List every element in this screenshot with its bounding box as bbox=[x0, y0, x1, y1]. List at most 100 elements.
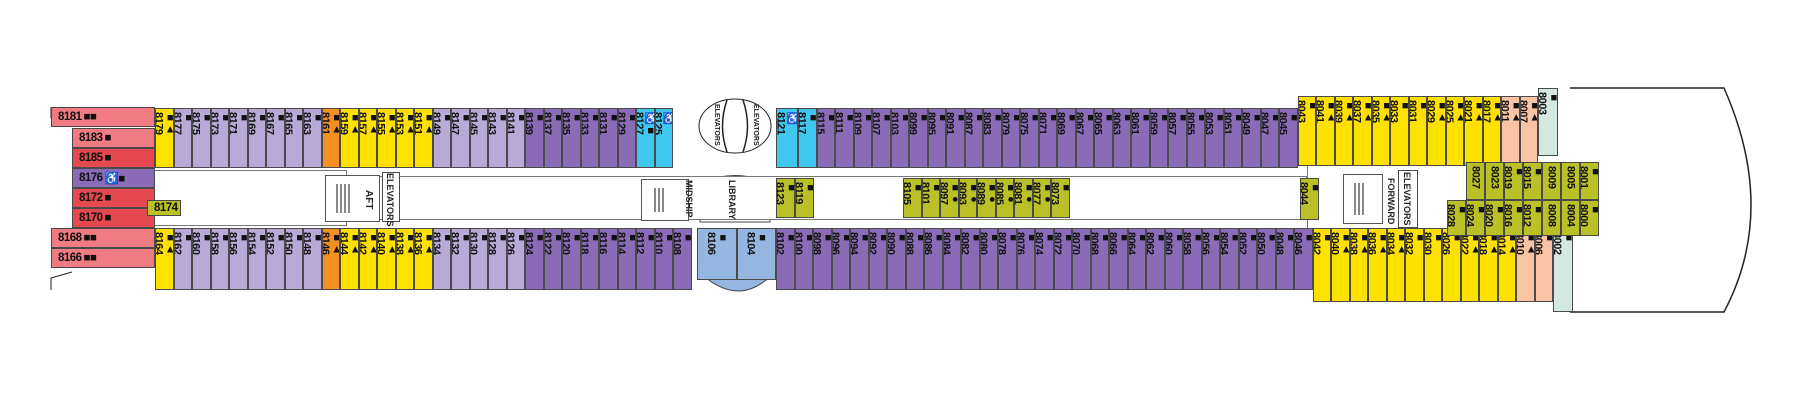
cabin-8048[interactable]: 8048■ bbox=[1275, 228, 1294, 290]
cabin-8060[interactable]: 8060■ bbox=[1164, 228, 1183, 290]
cabin-8139[interactable]: 8139■ bbox=[525, 108, 544, 168]
cabin-8056[interactable]: 8056■ bbox=[1201, 228, 1220, 290]
cabin-8094[interactable]: 8094■ bbox=[850, 228, 869, 290]
cabin-8071[interactable]: 8071■ bbox=[1038, 108, 1057, 168]
cabin-8075[interactable]: 8075■ bbox=[1020, 108, 1039, 168]
cabin-8110[interactable]: 8110■ bbox=[654, 228, 673, 290]
cabin-8098[interactable]: 8098■ bbox=[813, 228, 832, 290]
cabin-8146[interactable]: 8146■▲ bbox=[321, 228, 340, 290]
cabin-8041[interactable]: 8041■▲ bbox=[1316, 96, 1335, 166]
cabin-8079[interactable]: 8079■ bbox=[1001, 108, 1020, 168]
cabin-8174[interactable]: 8174■ bbox=[147, 200, 181, 216]
cabin-8018[interactable]: 8018■▲ bbox=[1479, 228, 1498, 302]
aft-elevators[interactable] bbox=[382, 172, 400, 222]
cabin-8086[interactable]: 8086■ bbox=[924, 228, 943, 290]
cabin-8161[interactable]: 8161■▲ bbox=[321, 108, 340, 168]
cabin-8050[interactable]: 8050■ bbox=[1257, 228, 1276, 290]
cabin-8042[interactable]: 8042■ bbox=[1312, 228, 1331, 302]
cabin-8072[interactable]: 8072■ bbox=[1053, 228, 1072, 290]
cabin-8121[interactable]: 8121♿ bbox=[776, 108, 798, 168]
cabin-8096[interactable]: 8096■ bbox=[831, 228, 850, 290]
cabin-8143[interactable]: 8143■ bbox=[488, 108, 507, 168]
cabin-8020[interactable]: 8020■ bbox=[1485, 200, 1504, 236]
cabin-8117[interactable]: 8117■ bbox=[798, 108, 817, 168]
cabin-8167[interactable]: 8167■ bbox=[266, 108, 285, 168]
cabin-8112[interactable]: 8112■ bbox=[636, 228, 655, 290]
cabin-8145[interactable]: 8145■ bbox=[469, 108, 488, 168]
cabin-8047[interactable]: 8047■ bbox=[1260, 108, 1279, 168]
cabin-8106[interactable]: 8106■ bbox=[697, 228, 737, 280]
cabin-8044[interactable]: 8044■ bbox=[1300, 178, 1319, 220]
cabin-8181[interactable]: 8181■■ bbox=[51, 107, 155, 127]
cabin-8136[interactable]: 8136■▲ bbox=[414, 228, 433, 290]
cabin-8148[interactable]: 8148■ bbox=[303, 228, 322, 290]
cabin-8012[interactable]: 8012■ bbox=[1523, 200, 1542, 236]
cabin-8173[interactable]: 8173■ bbox=[210, 108, 229, 168]
cabin-8063[interactable]: 8063■ bbox=[1112, 108, 1131, 168]
cabin-8024[interactable]: 8024■ bbox=[1466, 200, 1485, 236]
cabin-8151[interactable]: 8151■▲ bbox=[414, 108, 433, 168]
cabin-8132[interactable]: 8132■ bbox=[451, 228, 470, 290]
cabin-8029[interactable]: 8029■▲ bbox=[1427, 96, 1446, 166]
cabin-8078[interactable]: 8078■ bbox=[998, 228, 1017, 290]
cabin-8130[interactable]: 8130■ bbox=[469, 228, 488, 290]
cabin-8052[interactable]: 8052■ bbox=[1238, 228, 1257, 290]
cabin-8140[interactable]: 8140■▲ bbox=[377, 228, 396, 290]
cabin-8068[interactable]: 8068■ bbox=[1090, 228, 1109, 290]
cabin-8070[interactable]: 8070■ bbox=[1072, 228, 1091, 290]
cabin-8171[interactable]: 8171■ bbox=[229, 108, 248, 168]
cabin-8089[interactable]: 8089■● bbox=[977, 178, 996, 218]
cabin-8124[interactable]: 8124■ bbox=[525, 228, 544, 290]
cabin-8006[interactable]: 8006■ bbox=[1534, 228, 1553, 302]
cabin-8142[interactable]: 8142■▲ bbox=[358, 228, 377, 290]
cabin-8155[interactable]: 8155■▲ bbox=[377, 108, 396, 168]
cabin-8084[interactable]: 8084■ bbox=[942, 228, 961, 290]
cabin-8141[interactable]: 8141■ bbox=[506, 108, 525, 168]
cabin-8083[interactable]: 8083■ bbox=[983, 108, 1002, 168]
cabin-8179[interactable]: 8179■▲ bbox=[155, 108, 174, 168]
cabin-8035[interactable]: 8035■▲ bbox=[1371, 96, 1390, 166]
cabin-8153[interactable]: 8153■▲ bbox=[395, 108, 414, 168]
cabin-8177[interactable]: 8177■ bbox=[173, 108, 192, 168]
cabin-8011[interactable]: 8011■▲ bbox=[1501, 96, 1520, 166]
cabin-8157[interactable]: 8157■▲ bbox=[358, 108, 377, 168]
cabin-8093[interactable]: 8093■● bbox=[958, 178, 977, 218]
cabin-8061[interactable]: 8061■ bbox=[1131, 108, 1150, 168]
cabin-8104[interactable]: 8104■ bbox=[737, 228, 776, 280]
cabin-8134[interactable]: 8134■ bbox=[432, 228, 451, 290]
cabin-8133[interactable]: 8133■ bbox=[580, 108, 599, 168]
cabin-8144[interactable]: 8144■▲ bbox=[340, 228, 359, 290]
cabin-8169[interactable]: 8169■ bbox=[247, 108, 266, 168]
cabin-8032[interactable]: 8032■ bbox=[1405, 228, 1424, 302]
cabin-8005[interactable]: 8005 bbox=[1561, 162, 1580, 200]
cabin-8165[interactable]: 8165■ bbox=[284, 108, 303, 168]
cabin-8108[interactable]: 8108■ bbox=[673, 228, 692, 290]
cabin-8008[interactable]: 8008 bbox=[1542, 200, 1561, 236]
cabin-8034[interactable]: 8034■▲ bbox=[1386, 228, 1405, 302]
cabin-8128[interactable]: 8128■ bbox=[488, 228, 507, 290]
cabin-8059[interactable]: 8059■ bbox=[1149, 108, 1168, 168]
cabin-8016[interactable]: 8016■ bbox=[1504, 200, 1523, 236]
cabin-8115[interactable]: 8115■ bbox=[816, 108, 835, 168]
cabin-8097[interactable]: 8097■● bbox=[940, 178, 959, 218]
cabin-8073[interactable]: 8073■ bbox=[1051, 178, 1070, 218]
cabin-8031[interactable]: 8031■ bbox=[1408, 96, 1427, 166]
cabin-8082[interactable]: 8082■ bbox=[961, 228, 980, 290]
cabin-8064[interactable]: 8064■ bbox=[1127, 228, 1146, 290]
cabin-8088[interactable]: 8088■ bbox=[905, 228, 924, 290]
cabin-8170[interactable]: 8170■ bbox=[72, 208, 155, 228]
cabin-8129[interactable]: 8129■ bbox=[617, 108, 636, 168]
cabin-8038[interactable]: 8038■▲ bbox=[1349, 228, 1368, 302]
cabin-8058[interactable]: 8058■ bbox=[1183, 228, 1202, 290]
cabin-8152[interactable]: 8152■ bbox=[266, 228, 285, 290]
cabin-8027[interactable]: 8027 bbox=[1466, 162, 1485, 200]
cabin-8120[interactable]: 8120■ bbox=[562, 228, 581, 290]
cabin-8102[interactable]: 8102■ bbox=[776, 228, 795, 290]
cabin-8107[interactable]: 8107■ bbox=[872, 108, 891, 168]
cabin-8045[interactable]: 8045■ bbox=[1279, 108, 1298, 168]
cabin-8014[interactable]: 8014■▲ bbox=[1497, 228, 1516, 302]
cabin-8010[interactable]: 8010■▲ bbox=[1516, 228, 1535, 302]
cabin-8159[interactable]: 8159■▲ bbox=[340, 108, 359, 168]
cabin-8168[interactable]: 8168■■ bbox=[51, 228, 155, 248]
cabin-8160[interactable]: 8160■ bbox=[192, 228, 211, 290]
